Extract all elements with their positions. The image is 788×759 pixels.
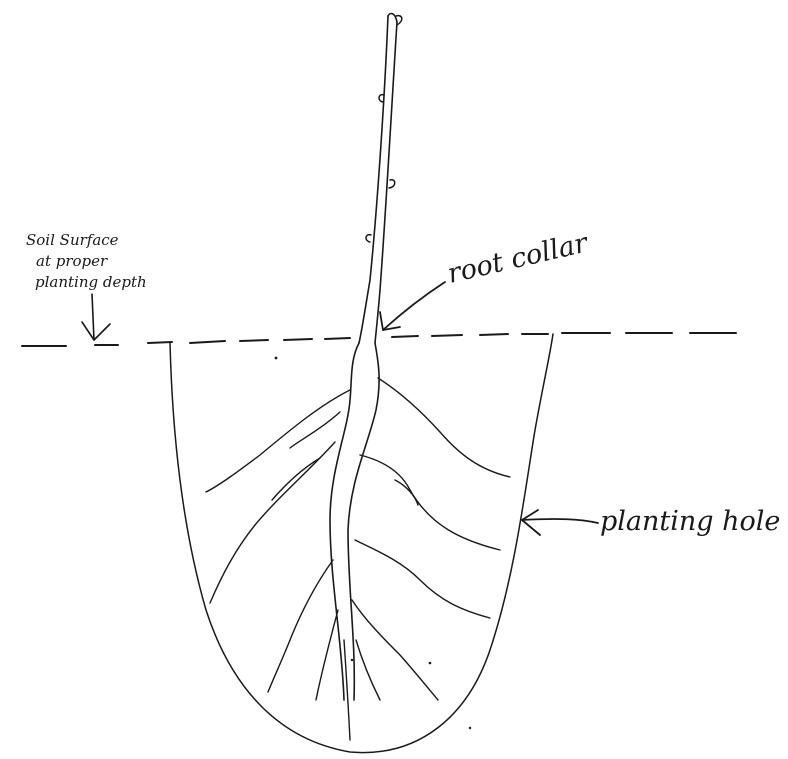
- planting-hole-label: planting hole: [600, 506, 780, 537]
- planting-hole-arrow: [522, 510, 598, 535]
- seedling-stem: [359, 14, 397, 343]
- root-collar-arrow: [380, 282, 445, 330]
- speck-marks: [275, 357, 472, 730]
- soil-surface-arrow: [82, 294, 110, 340]
- soil-surface-line: [22, 333, 736, 346]
- stem-buds: [366, 16, 402, 242]
- lateral-roots: [206, 378, 510, 740]
- soil-surface-label-line-1: Soil Surface: [26, 231, 119, 249]
- root-collar-label: root collar: [445, 227, 593, 290]
- soil-surface-label-line-2: at proper: [36, 252, 108, 270]
- soil-surface-label-line-3: planting depth: [35, 273, 147, 291]
